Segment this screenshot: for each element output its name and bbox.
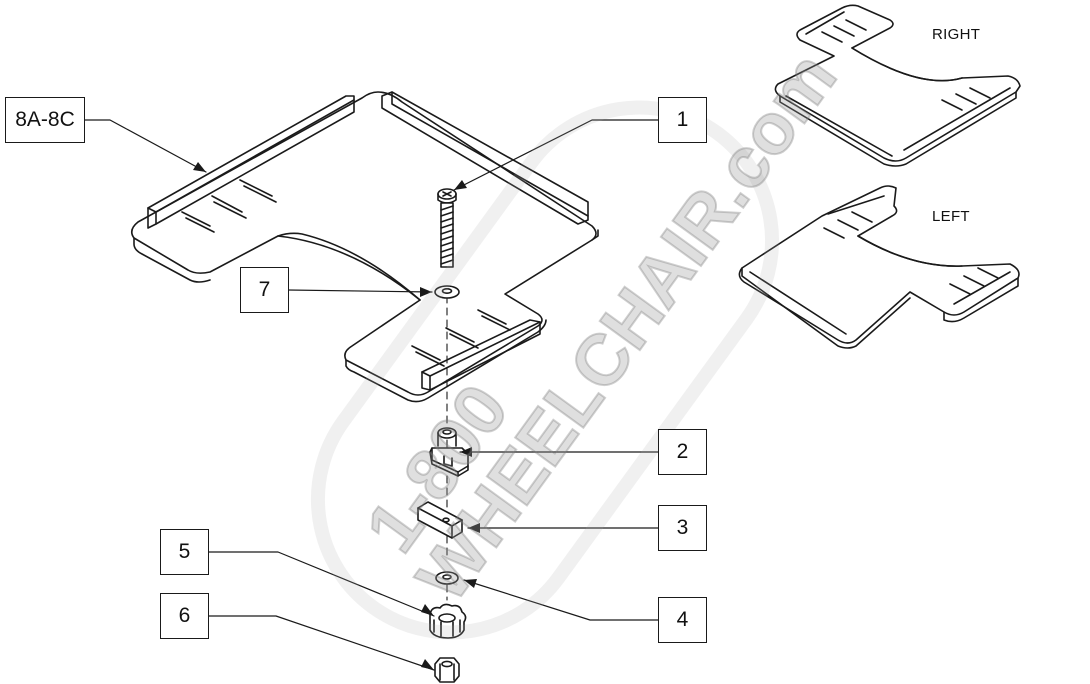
callout-7: 7 (240, 267, 289, 313)
leader-arrowheads (193, 162, 480, 670)
lock-nut-part (434, 657, 460, 683)
washer-7-part (434, 285, 460, 299)
main-tray (130, 91, 599, 403)
leader-lines (83, 119, 659, 671)
screw-part (437, 188, 457, 268)
left-view-label: LEFT (932, 208, 970, 225)
right-view-label: RIGHT (932, 26, 981, 43)
knob-part (429, 603, 467, 639)
callout-6: 6 (160, 593, 209, 639)
callout-5: 5 (160, 529, 209, 575)
hardware-stack (417, 188, 469, 683)
callout-4: 4 (658, 597, 707, 643)
washer-4-part (435, 571, 459, 585)
insert-nut-part (429, 427, 469, 477)
callout-assembly: 8A-8C (5, 97, 85, 143)
right-tray-view (774, 4, 1021, 167)
clamp-plate-part (417, 501, 463, 539)
left-tray-view (738, 185, 1020, 349)
callout-2: 2 (658, 429, 707, 475)
callout-3: 3 (658, 505, 707, 551)
callout-1: 1 (658, 97, 707, 143)
